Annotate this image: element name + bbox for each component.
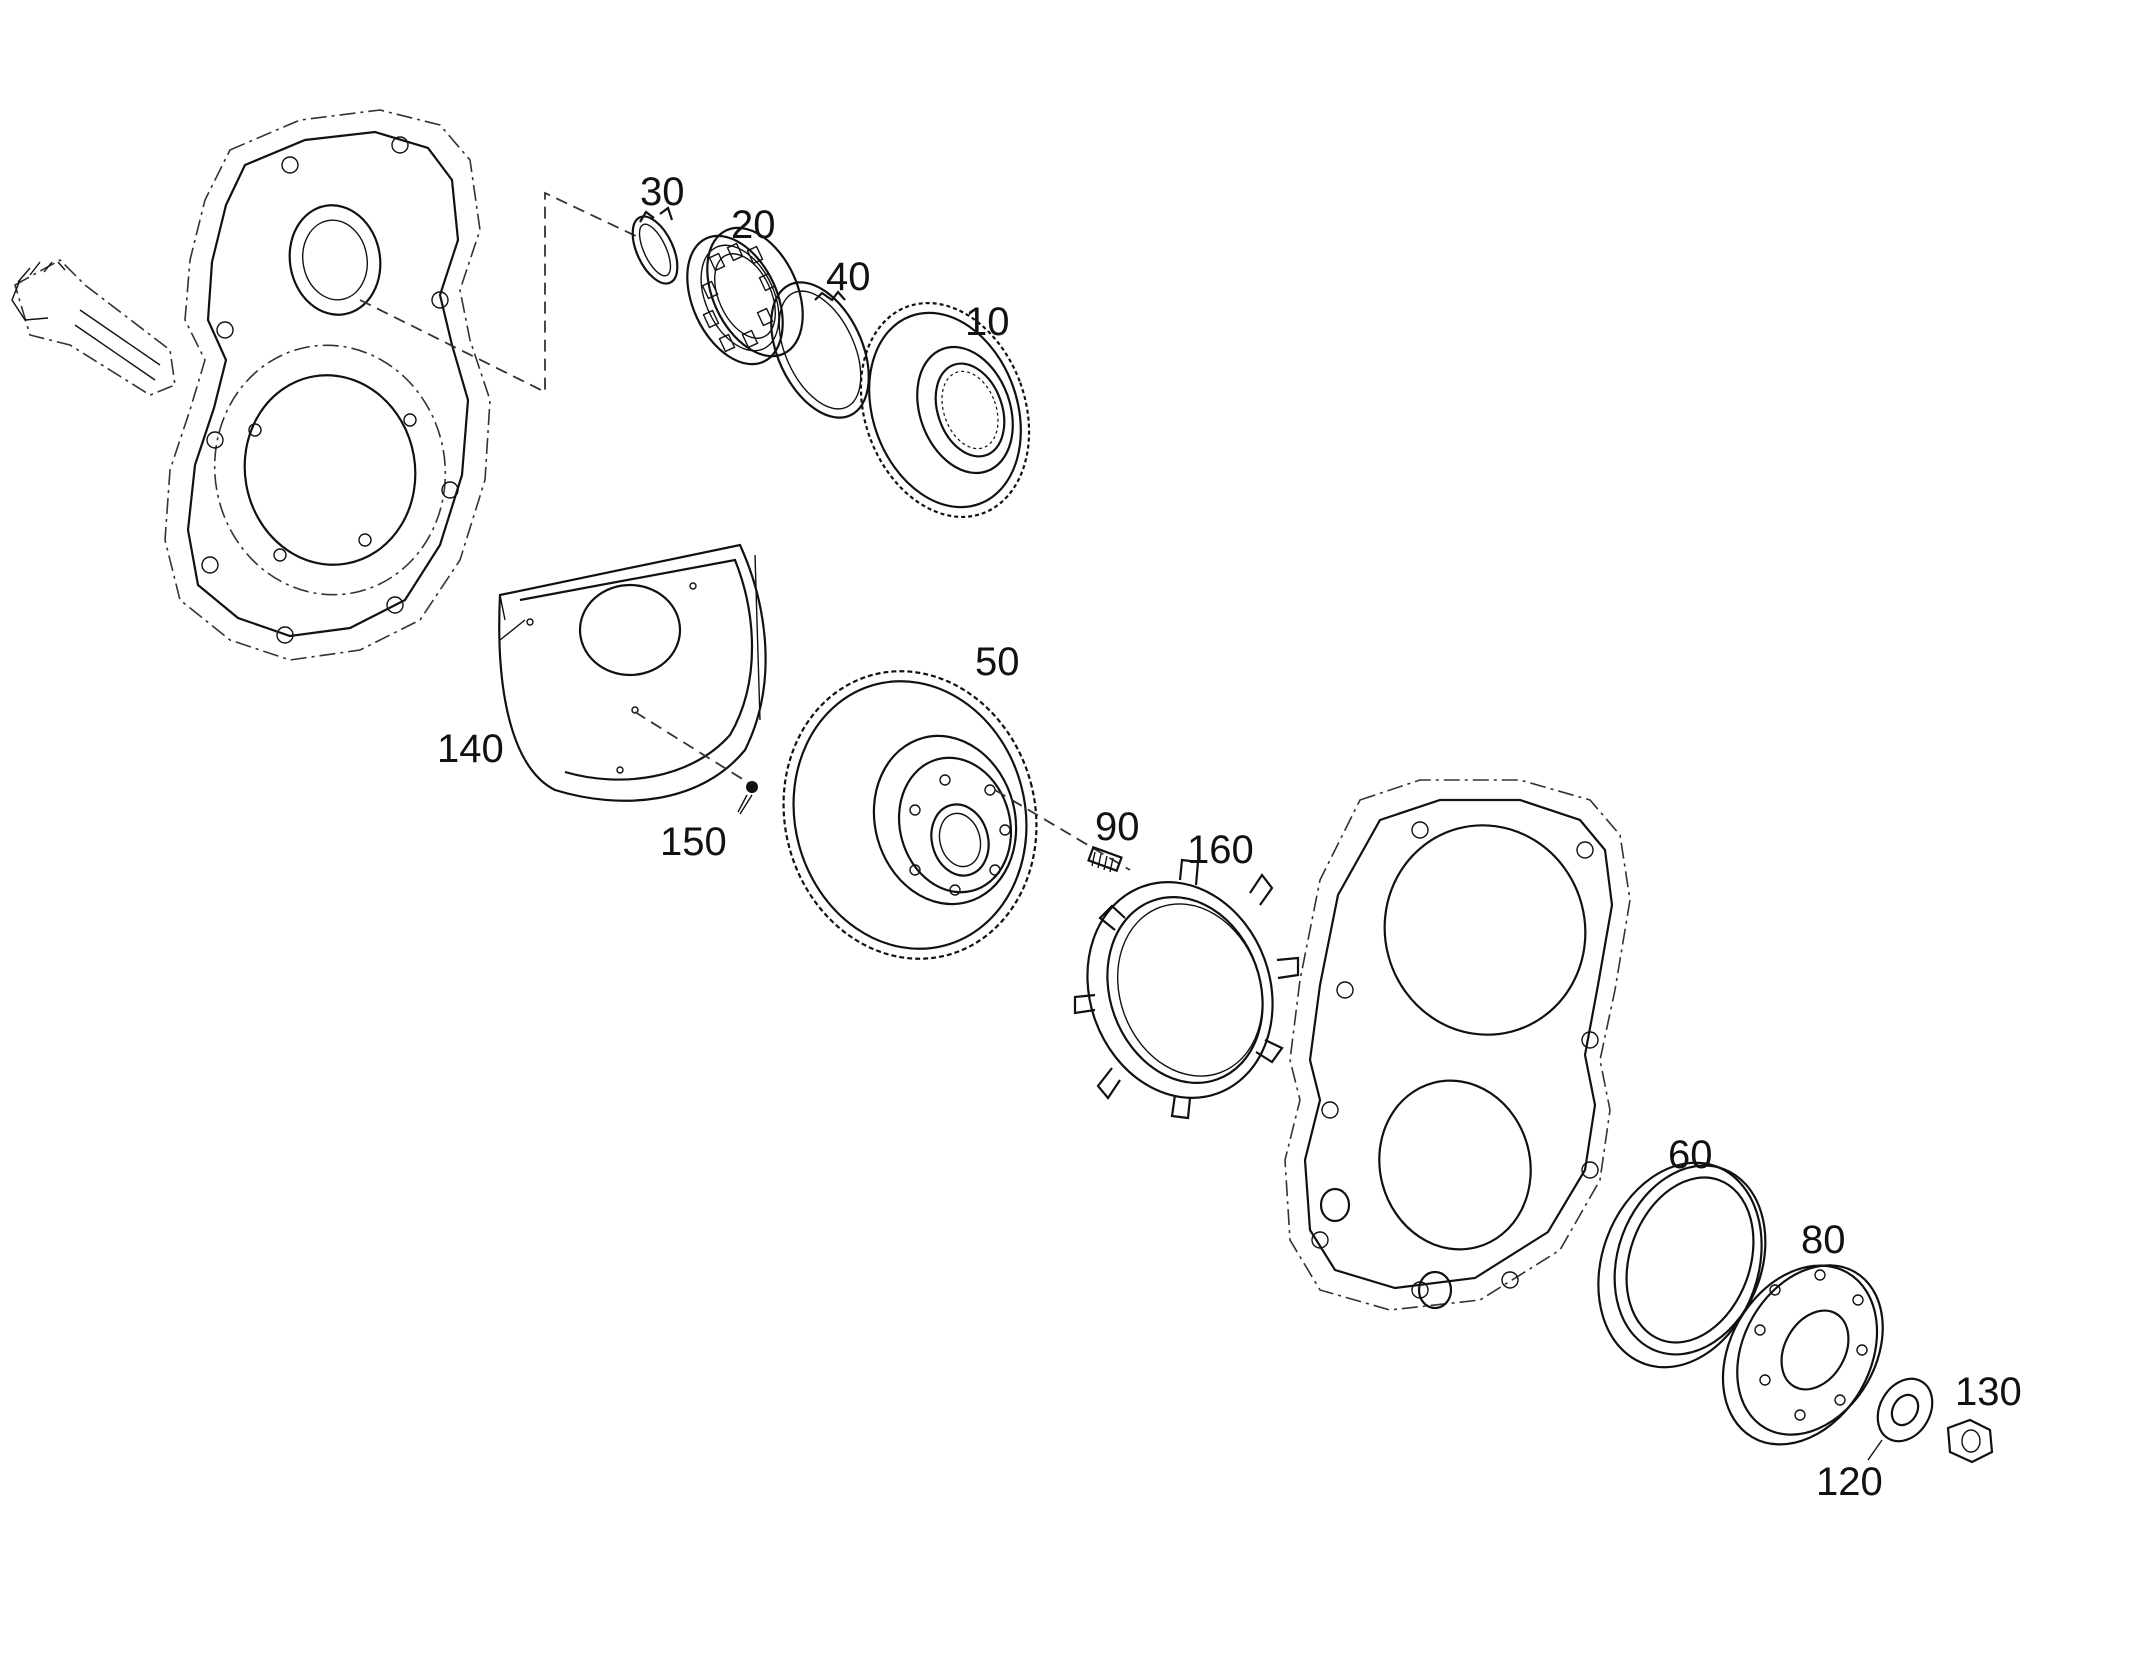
callout-150: 150	[660, 820, 727, 864]
callout-60: 60	[1668, 1133, 1713, 1177]
part-40-snap-ring	[770, 281, 870, 419]
part-90-stud	[1087, 845, 1123, 873]
callout-120: 120	[1816, 1460, 1883, 1504]
part-120-washer	[1876, 1377, 1934, 1443]
input-shaft	[11, 259, 176, 396]
part-90-leader	[994, 789, 1131, 871]
label-leaders	[739, 794, 1883, 1461]
callout-30: 30	[640, 170, 685, 214]
callout-80: 80	[1801, 1218, 1846, 1262]
callout-10: 10	[965, 300, 1010, 344]
upper-housing-cover	[164, 109, 491, 661]
part-60-seal	[1597, 1161, 1767, 1369]
part-50-large-gear	[782, 670, 1038, 960]
part-20-bearing	[686, 226, 804, 366]
callout-40: 40	[826, 255, 871, 299]
callout-20: 20	[731, 203, 776, 247]
callout-130: 130	[1955, 1370, 2022, 1414]
assembly-leader-line	[359, 191, 641, 394]
part-30-circlip	[631, 206, 679, 285]
lower-housing	[1284, 779, 1631, 1311]
part-10-gear	[859, 301, 1031, 519]
part-150-screw	[737, 781, 758, 813]
callout-90: 90	[1095, 805, 1140, 849]
part-160-lock-plate	[1073, 858, 1300, 1120]
part-80-flange	[1721, 1264, 1884, 1446]
callout-50: 50	[975, 640, 1020, 684]
part-130-nut	[1946, 1418, 1994, 1464]
part-150-leader	[634, 711, 753, 786]
callout-140: 140	[437, 727, 504, 771]
callout-160: 160	[1187, 828, 1254, 872]
part-140-shield	[498, 543, 767, 802]
